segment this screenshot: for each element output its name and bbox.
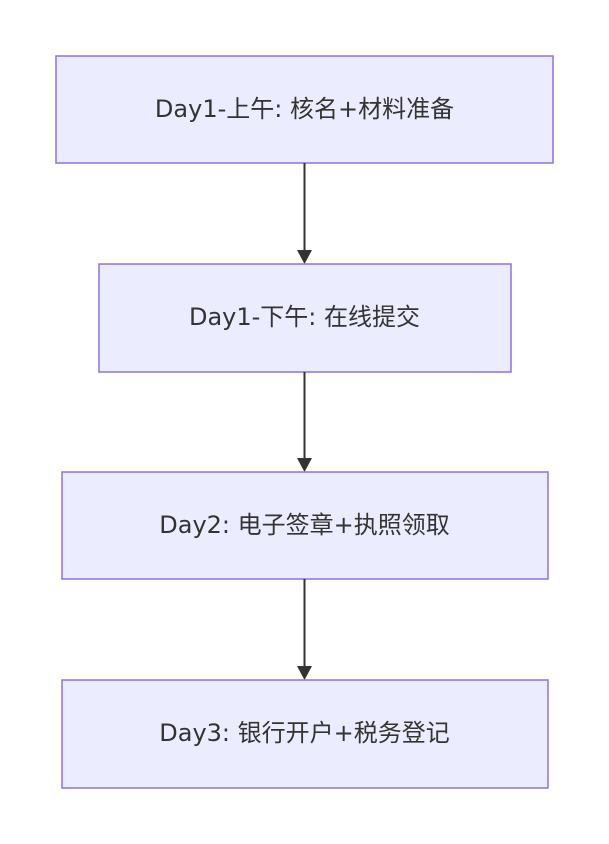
flow-edge-2: [297, 372, 312, 472]
arrow-head: [297, 666, 312, 680]
flow-node-label: Day3: 银行开户+税务登记: [159, 719, 449, 747]
flow-node-label: Day1-上午: 核名+材料准备: [155, 95, 454, 123]
flow-node-box: [61, 471, 549, 580]
flow-node-day1-morning: Day1-上午: 核名+材料准备: [55, 55, 554, 164]
flow-node-day1-afternoon: Day1-下午: 在线提交: [98, 263, 512, 373]
flow-node-day2: Day2: 电子签章+执照领取: [61, 471, 549, 580]
flow-node-box: [55, 55, 554, 164]
arrow-head: [297, 250, 312, 264]
flow-node-label: Day1-下午: 在线提交: [189, 303, 420, 331]
arrow-head: [297, 458, 312, 472]
flow-edge-3: [297, 579, 312, 680]
flow-node-label: Day2: 电子签章+执照领取: [159, 511, 449, 539]
flow-edge-1: [297, 163, 312, 264]
flow-node-day3: Day3: 银行开户+税务登记: [61, 679, 549, 789]
flow-node-box: [98, 263, 512, 373]
flow-node-box: [61, 679, 549, 789]
